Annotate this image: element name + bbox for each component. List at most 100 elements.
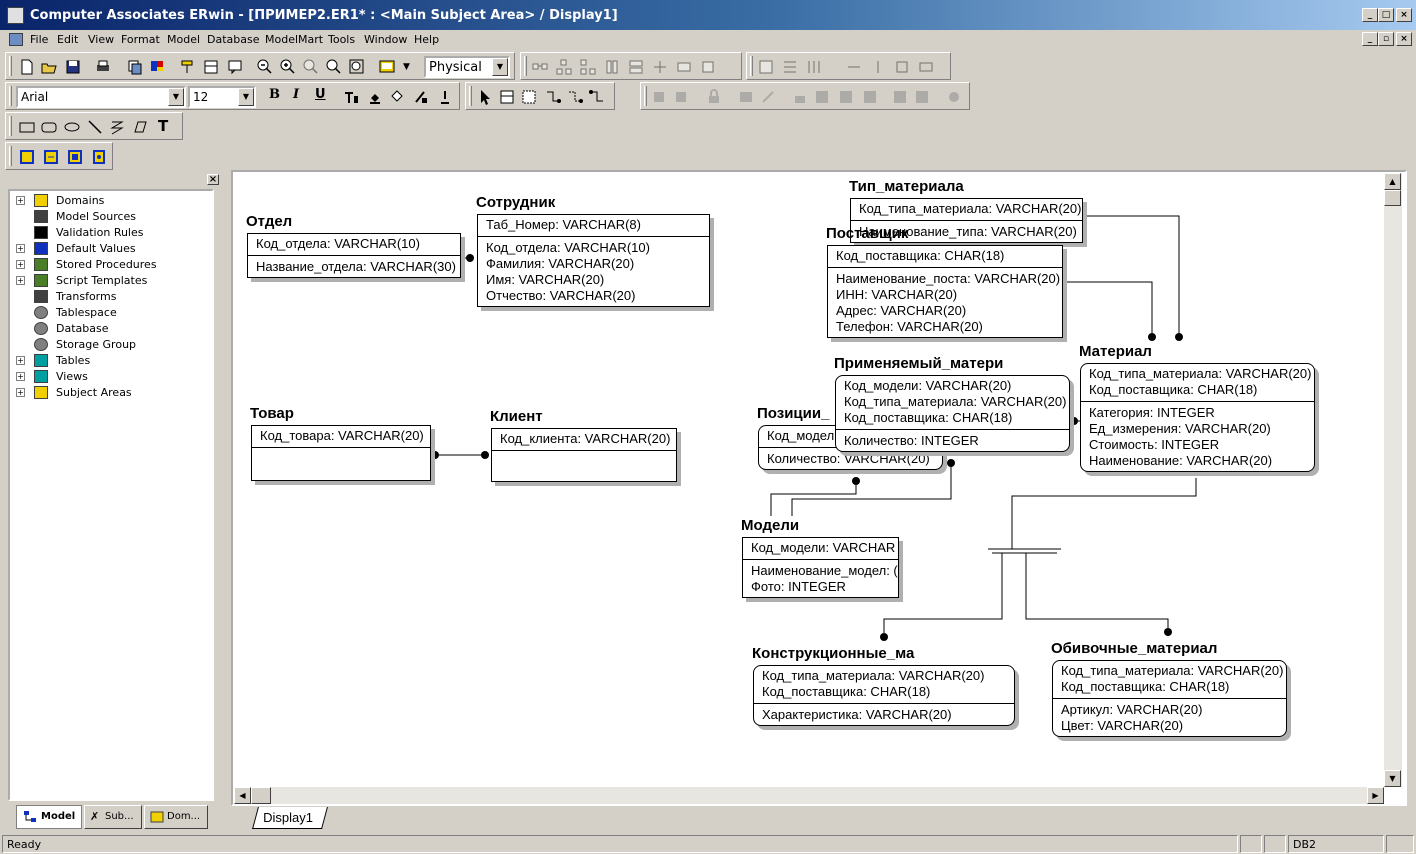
mm-1-icon[interactable]	[651, 88, 669, 106]
identifying-relation-icon[interactable]	[544, 88, 562, 106]
attribute[interactable]: Количество: INTEGER	[844, 433, 979, 448]
expand-icon[interactable]: +	[16, 260, 25, 269]
pk-attribute[interactable]: Код_типа_материала: VARCHAR(20)	[1061, 663, 1284, 678]
pk-attribute[interactable]: Код_поставщика: CHAR(18)	[836, 248, 1005, 263]
menu-format[interactable]: Format	[121, 33, 160, 46]
attribute[interactable]: Отчество: VARCHAR(20)	[486, 288, 636, 303]
font-size-dropdown-icon[interactable]: ▼	[238, 88, 254, 106]
entity-obiv[interactable]: Код_типа_материала: VARCHAR(20)Код_поста…	[1052, 660, 1287, 737]
mm-save-icon[interactable]	[66, 148, 84, 166]
attribute[interactable]: Наименование_модел: (	[751, 563, 898, 578]
attribute[interactable]: Наименование: VARCHAR(20)	[1089, 453, 1273, 468]
menu-help[interactable]: Help	[414, 33, 440, 46]
rectangle-tool-icon[interactable]	[18, 118, 36, 136]
tab-subject-areas[interactable]: ✗ Sub...	[84, 805, 142, 829]
zoom-out-icon[interactable]	[256, 58, 274, 76]
entity-otdel[interactable]: Код_отдела: VARCHAR(10)Название_отдела: …	[247, 233, 461, 278]
attribute[interactable]: Стоимость: INTEGER	[1089, 437, 1220, 452]
align-3-icon[interactable]	[805, 58, 823, 76]
document-icon[interactable]	[9, 33, 23, 46]
doc-minimize-button[interactable]: _	[1362, 32, 1378, 46]
attribute[interactable]: Фото: INTEGER	[751, 579, 846, 594]
rel-material-category[interactable]	[1011, 478, 1197, 549]
menu-database[interactable]: Database	[207, 33, 260, 46]
scroll-right-icon[interactable]: ▶	[1367, 787, 1384, 804]
menu-edit[interactable]: Edit	[57, 33, 79, 46]
pk-attribute[interactable]: Код_поставщика: CHAR(18)	[844, 410, 1013, 425]
minimize-button[interactable]: _	[1362, 8, 1378, 22]
entity-title-modeli[interactable]: Модели	[741, 517, 800, 534]
pk-attribute[interactable]: Таб_Номер: VARCHAR(8)	[486, 217, 641, 232]
many-to-many-icon[interactable]	[566, 88, 584, 106]
text-tool-button[interactable]: T	[158, 117, 169, 135]
color-icon[interactable]	[148, 58, 166, 76]
attribute[interactable]: Категория: INTEGER	[1089, 405, 1215, 420]
print-icon[interactable]	[94, 58, 112, 76]
doc-close-button[interactable]: ×	[1396, 32, 1412, 46]
pk-attribute[interactable]: Код_модели: VARCHAR	[751, 540, 896, 555]
entity-title-sotrudnik[interactable]: Сотрудник	[476, 194, 556, 211]
entity-material[interactable]: Код_типа_материала: VARCHAR(20)Код_поста…	[1080, 363, 1315, 472]
zoom-page-icon[interactable]	[348, 58, 366, 76]
transform-6-icon[interactable]	[651, 58, 669, 76]
mm-9-icon[interactable]	[913, 88, 931, 106]
display-dropdown-arrow-icon[interactable]: ▼	[403, 62, 410, 72]
scroll-down-icon[interactable]: ▼	[1384, 770, 1401, 787]
font-name-dropdown-icon[interactable]: ▼	[168, 88, 184, 106]
pk-attribute[interactable]: Код_модели: VARCHAR(20)	[844, 378, 1012, 393]
comment-icon[interactable]	[226, 58, 244, 76]
scroll-up-icon[interactable]: ▲	[1384, 173, 1401, 190]
line-tool-icon[interactable]	[86, 118, 104, 136]
expand-icon[interactable]: +	[16, 372, 25, 381]
align-5-icon[interactable]	[869, 58, 887, 76]
entity-konstr[interactable]: Код_типа_материала: VARCHAR(20)Код_поста…	[753, 665, 1015, 726]
tab-display1[interactable]: Display1	[252, 807, 328, 829]
polyline-tool-icon[interactable]	[108, 118, 126, 136]
expand-icon[interactable]: +	[16, 244, 25, 253]
rel-tip-material[interactable]	[1083, 215, 1180, 336]
expand-icon[interactable]: +	[16, 356, 25, 365]
entity-modeli[interactable]: Код_модели: VARCHAR Наименование_модел: (…	[742, 537, 899, 598]
pk-attribute[interactable]: Код_типа_материала: VARCHAR(20)	[844, 394, 1067, 409]
chevron-down-icon[interactable]: ▼	[492, 58, 508, 76]
attribute[interactable]: Ед_измерения: VARCHAR(20)	[1089, 421, 1271, 436]
doc-restore-button[interactable]: ▫	[1378, 32, 1394, 46]
mm-7-icon[interactable]	[861, 88, 879, 106]
vertical-scrollbar[interactable]: ▲ ▼	[1384, 173, 1402, 787]
font-name-select[interactable]: Arial ▼	[16, 86, 186, 108]
attribute[interactable]: Название_отдела: VARCHAR(30)	[256, 259, 456, 274]
ellipse-tool-icon[interactable]	[63, 118, 81, 136]
align-2-icon[interactable]	[781, 58, 799, 76]
align-1-icon[interactable]	[757, 58, 775, 76]
pk-attribute[interactable]: Код_клиента: VARCHAR(20)	[500, 431, 671, 446]
rel-category-konstr[interactable]	[883, 553, 1003, 633]
lock-icon[interactable]	[705, 88, 723, 106]
attribute[interactable]: Артикул: VARCHAR(20)	[1061, 702, 1203, 717]
attribute[interactable]: Фамилия: VARCHAR(20)	[486, 256, 635, 271]
horizontal-scroll-thumb[interactable]	[251, 787, 271, 804]
mm-2-icon[interactable]	[673, 88, 691, 106]
entity-title-obiv[interactable]: Обивочные_материал	[1051, 640, 1218, 657]
entity-title-tovar[interactable]: Товар	[250, 405, 294, 422]
rel-modeli-primen[interactable]	[791, 463, 952, 516]
mm-4-icon[interactable]	[759, 88, 777, 106]
rel-postavshik-material[interactable]	[1064, 281, 1153, 336]
expand-icon[interactable]: +	[16, 276, 25, 285]
entity-title-material[interactable]: Материал	[1079, 343, 1152, 360]
expand-icon[interactable]: +	[16, 196, 25, 205]
entity-title-pozicii[interactable]: Позиции_	[757, 405, 830, 422]
tab-domains[interactable]: Dom...	[144, 805, 208, 829]
transform-1-icon[interactable]	[531, 58, 549, 76]
paint-format-icon[interactable]	[178, 58, 196, 76]
fill-color-icon[interactable]	[366, 88, 384, 106]
font-size-select[interactable]: 12 ▼	[188, 86, 256, 108]
category-tool-icon[interactable]	[520, 88, 538, 106]
menu-file[interactable]: File	[30, 33, 49, 46]
pk-attribute[interactable]: Код_поставщика: CHAR(18)	[1089, 382, 1258, 397]
erwin-app-icon[interactable]	[7, 7, 24, 24]
entity-postavshik[interactable]: Код_поставщика: CHAR(18)Наименование_пос…	[827, 245, 1063, 338]
attribute[interactable]: Адрес: VARCHAR(20)	[836, 303, 967, 318]
maximize-button[interactable]: □	[1378, 8, 1394, 22]
entity-title-primen[interactable]: Применяемый_матери	[834, 355, 1004, 372]
